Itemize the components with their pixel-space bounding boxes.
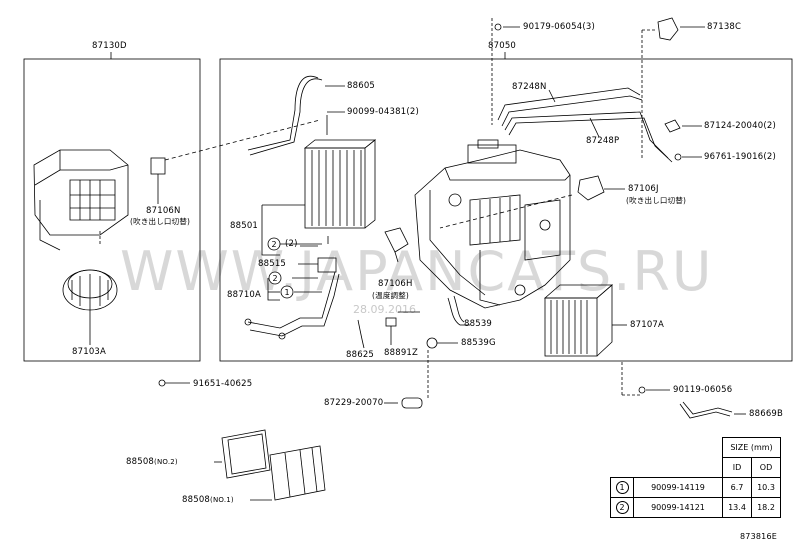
part-88625: 88625 — [346, 350, 375, 360]
part-88539: 88539 — [464, 319, 493, 329]
part-87103A: 87103A — [72, 347, 107, 357]
part-96761-19016: 96761-19016(2) — [704, 152, 776, 162]
size-row-2-part: 90099-14121 — [633, 497, 723, 518]
size-table-col-id: ID — [722, 457, 752, 478]
evaporator-sketch — [303, 139, 377, 229]
part-87106J: 87106J — [628, 184, 659, 194]
group-box-left — [23, 58, 201, 362]
part-88605: 88605 — [347, 81, 376, 91]
heater-core-sketch — [543, 284, 614, 357]
part-88508-no1-note: (NO.1) — [210, 496, 234, 504]
svg-text:2: 2 — [271, 240, 276, 249]
part-87106N-left: 87106N — [146, 206, 181, 216]
size-row-2-od: 18.2 — [751, 497, 781, 518]
group-box-main — [219, 58, 793, 362]
part-88508-no1: 88508(NO.1) — [182, 496, 234, 505]
part-91651-40625: 91651-40625 — [193, 379, 253, 389]
part-88508-no2: 88508(NO.2) — [126, 458, 178, 467]
size-table-header-row: SIZE (mm) — [611, 437, 781, 458]
part-88501: 88501 — [230, 221, 259, 231]
part-90179-06054: 90179-06054(3) — [523, 22, 595, 32]
size-table-col-od: OD — [751, 457, 781, 478]
part-88508-no2-number: 88508 — [126, 457, 155, 467]
filter-no1-sketch — [250, 445, 326, 501]
filter-no2-sketch — [214, 429, 271, 479]
part-90099-04381: 90099-04381(2) — [347, 107, 419, 117]
part-87124-20040: 87124-20040(2) — [704, 121, 776, 131]
size-row-1-od: 10.3 — [751, 477, 781, 498]
part-87229-20070: 87229-20070 — [324, 398, 384, 408]
size-row-2-id: 13.4 — [722, 497, 752, 518]
blower-fan-sketch — [62, 269, 118, 345]
part-88710A: 88710A — [227, 290, 262, 300]
group-label-main: 87050 — [488, 41, 517, 51]
table-row: 2 90099-14121 13.4 18.2 — [610, 497, 781, 518]
size-row-1-mark: 1 — [615, 481, 629, 494]
part-87106J-note: (吹き出し口切替) — [626, 196, 687, 205]
part-90119-06056: 90119-06056 — [673, 385, 733, 395]
size-table-subheader-row: ID OD — [611, 457, 781, 478]
table-row: 1 90099-14119 6.7 10.3 — [610, 477, 781, 498]
watermark-date: 28.09.2016 — [353, 303, 416, 316]
part-88891Z: 88891Z — [384, 348, 419, 358]
part-87248P: 87248P — [586, 136, 620, 146]
size-table: SIZE (mm) ID OD 1 90099-14119 6.7 10.3 2… — [610, 437, 781, 518]
part-88515: 88515 — [258, 259, 287, 269]
part-88508-no2-note: (NO.2) — [154, 458, 178, 466]
size-table-title: SIZE (mm) — [722, 437, 781, 458]
part-87106H: 87106H — [378, 279, 413, 289]
part-88508-no1-number: 88508 — [182, 495, 211, 505]
blower-housing-sketch — [33, 149, 129, 251]
diagram-id: 873816E — [740, 532, 777, 541]
hvac-case-sketch — [414, 139, 571, 309]
part-87107A: 87107A — [630, 320, 665, 330]
part-88539G: 88539G — [461, 338, 496, 348]
part-circle-2-qty: (2) — [285, 239, 298, 249]
size-row-1-part: 90099-14119 — [633, 477, 723, 498]
part-87106H-note: (温度調整) — [372, 291, 410, 300]
size-row-2-mark: 2 — [615, 501, 629, 514]
svg-text:1: 1 — [284, 288, 289, 297]
svg-text:2: 2 — [272, 274, 277, 283]
part-87248N: 87248N — [512, 82, 547, 92]
size-row-1-id: 6.7 — [722, 477, 752, 498]
part-87106N-left-note: (吹き出し口切替) — [130, 217, 191, 226]
group-label-left: 87130D — [92, 41, 127, 51]
watermark: WWW.JAPANCATS.RU — [120, 240, 714, 303]
part-87138C: 87138C — [707, 22, 742, 32]
part-88669B: 88669B — [749, 409, 784, 419]
